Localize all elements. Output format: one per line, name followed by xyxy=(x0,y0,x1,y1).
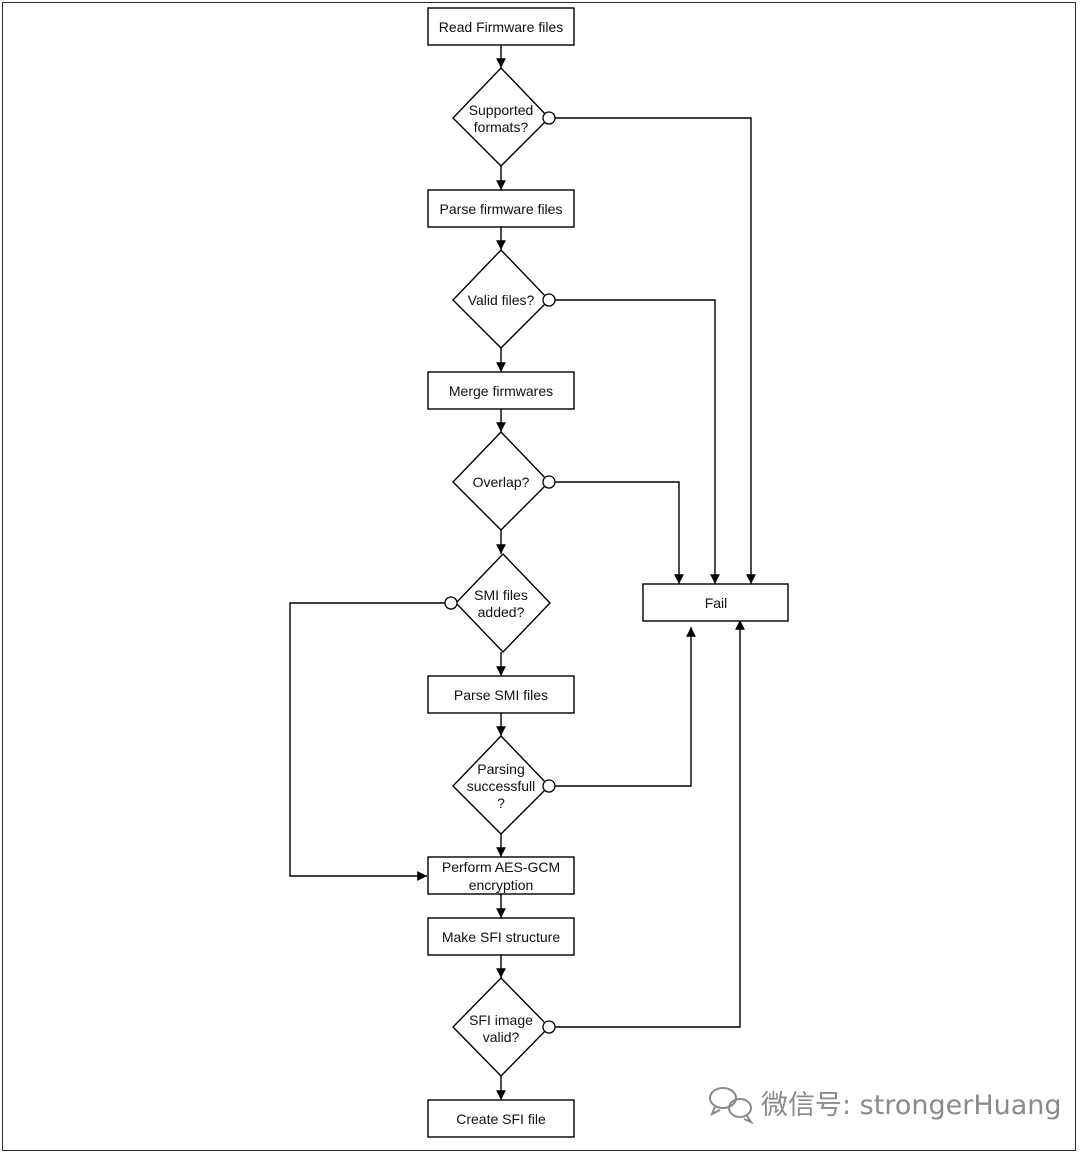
watermark-text: 微信号: strongerHuang xyxy=(761,1090,1062,1121)
supported-label-line2: formats? xyxy=(474,119,529,135)
smi-no-port xyxy=(444,596,458,610)
sfi-valid-no-port xyxy=(542,1020,556,1034)
valid-files-diamond xyxy=(452,248,550,349)
overlap-yes-port xyxy=(542,475,556,489)
sfi-valid-label-line1: SFI image xyxy=(469,1012,533,1028)
create-sfi-box xyxy=(427,1099,575,1138)
aes-gcm-box xyxy=(427,856,575,895)
parsing-no-port xyxy=(542,779,556,793)
valid-no-port xyxy=(542,293,556,307)
sfi-valid-label-line2: valid? xyxy=(483,1029,520,1045)
fail-label: Fail xyxy=(705,595,728,611)
sfi-image-valid-diamond xyxy=(452,976,550,1078)
supported-label-line1: Supported xyxy=(469,102,534,118)
parse-smi-box xyxy=(427,675,575,714)
read-firmware-label: Read Firmware files xyxy=(439,19,563,35)
read-firmware-box xyxy=(427,7,575,46)
create-sfi-label: Create SFI file xyxy=(456,1111,546,1127)
edge-overlap-to-fail xyxy=(555,481,684,584)
fail-box xyxy=(642,583,789,622)
supported-formats-diamond xyxy=(452,66,550,167)
smi-files-diamond xyxy=(455,552,551,654)
edge-smi-to-aes xyxy=(289,602,445,881)
make-sfi-box xyxy=(427,917,575,956)
edge-sfivalid-to-fail xyxy=(555,620,745,1028)
smi-files-label-line2: added? xyxy=(478,604,525,620)
overlap-label: Overlap? xyxy=(473,474,530,490)
parsing-label-line1: Parsing xyxy=(477,761,524,777)
edge-valid-to-fail xyxy=(555,299,720,584)
make-sfi-label: Make SFI structure xyxy=(442,929,560,945)
valid-files-label: Valid files? xyxy=(468,292,535,308)
merge-firmwares-box xyxy=(427,371,575,410)
overlap-diamond xyxy=(452,430,550,531)
supported-no-port xyxy=(542,111,556,125)
edge-supported-to-fail xyxy=(555,117,756,584)
connectors xyxy=(289,45,756,1100)
aes-gcm-label-line1: Perform AES-GCM xyxy=(442,859,560,875)
parsing-label-line2: successfull xyxy=(467,778,535,794)
parse-firmware-box xyxy=(427,189,575,228)
merge-firmwares-label: Merge firmwares xyxy=(449,383,553,399)
parsing-successful-diamond xyxy=(452,734,550,835)
aes-gcm-label-line2: encryption xyxy=(469,877,534,893)
watermark: 微信号: strongerHuang xyxy=(709,1087,1062,1125)
parse-firmware-label: Parse firmware files xyxy=(440,201,563,217)
wechat-icon xyxy=(709,1087,754,1125)
smi-files-label-line1: SMI files xyxy=(474,587,528,603)
parse-smi-label: Parse SMI files xyxy=(454,687,548,703)
parsing-label-line3: ? xyxy=(497,795,505,811)
edge-parsing-to-fail xyxy=(555,627,696,787)
